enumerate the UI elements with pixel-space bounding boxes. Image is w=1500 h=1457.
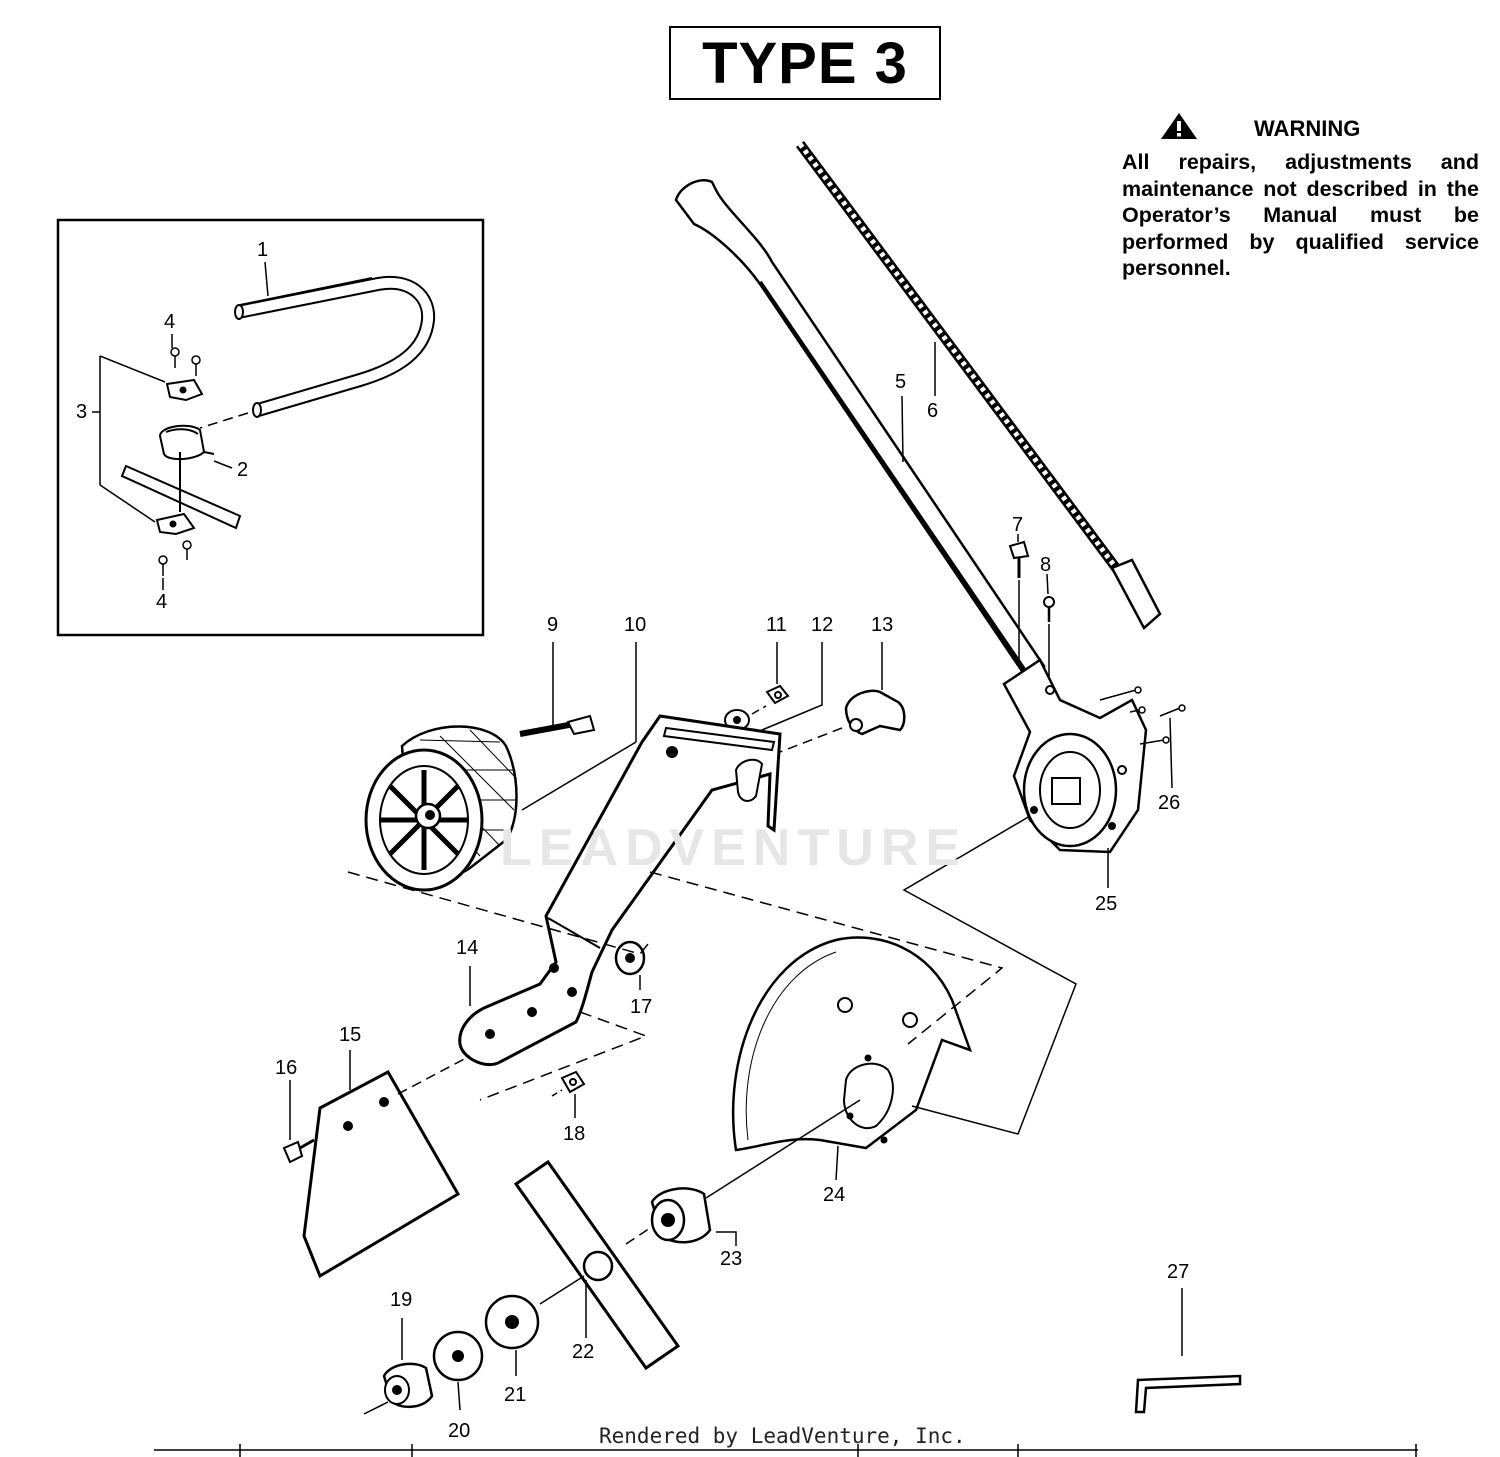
assembly-guide-lines bbox=[347, 815, 1077, 1135]
part-23-blade-nut bbox=[650, 1187, 712, 1244]
part-13-knob bbox=[844, 689, 906, 736]
part-8-screw bbox=[1043, 596, 1055, 622]
callout-19: 19 bbox=[390, 1289, 412, 1311]
callout-14: 14 bbox=[456, 937, 478, 959]
part-10-wheel bbox=[364, 725, 518, 892]
part-14-wheel-bracket bbox=[458, 714, 782, 1067]
part-19-nut bbox=[382, 1362, 434, 1409]
callout-12: 12 bbox=[811, 614, 833, 636]
knob-axis-dash bbox=[779, 727, 843, 753]
callout-4a: 4 bbox=[164, 311, 175, 333]
part-8-leader bbox=[1046, 573, 1049, 595]
part-3-clamp-top bbox=[165, 378, 204, 402]
part-2-handle-clamp bbox=[158, 424, 215, 460]
part-22-blade bbox=[513, 1159, 681, 1371]
part-6-drive-cable bbox=[795, 141, 1162, 630]
part-25-gear-head bbox=[1002, 658, 1148, 854]
part-27-hex-wrench bbox=[1134, 1374, 1242, 1414]
callout-5: 5 bbox=[895, 371, 906, 393]
part-16-screw bbox=[282, 1138, 315, 1164]
part-11-nut bbox=[765, 684, 790, 705]
callout-15: 15 bbox=[339, 1024, 361, 1046]
plate-axis-dash bbox=[397, 1055, 471, 1095]
callout-16: 16 bbox=[275, 1057, 297, 1079]
callout-27: 27 bbox=[1167, 1261, 1189, 1283]
callout-22: 22 bbox=[572, 1341, 594, 1363]
part-4-screws-top bbox=[170, 334, 201, 376]
warning-header: WARNING bbox=[1160, 112, 1480, 142]
callout-13: 13 bbox=[871, 614, 893, 636]
part-15-shield-plate bbox=[302, 1069, 461, 1279]
part-5-shaft-tube bbox=[674, 179, 1046, 682]
part-2-clamp-bar bbox=[120, 452, 242, 530]
footer-credit: Rendered by LeadVenture, Inc. bbox=[599, 1424, 966, 1448]
bottom-rule bbox=[154, 1444, 1418, 1457]
callout-10: 10 bbox=[624, 614, 646, 636]
part-20-washer bbox=[432, 1330, 484, 1382]
part-1-handle bbox=[234, 275, 436, 418]
part-1-leader bbox=[264, 261, 269, 297]
part-23-leader bbox=[716, 1231, 737, 1246]
guard-axis-line bbox=[705, 1099, 861, 1199]
callout-21: 21 bbox=[504, 1384, 526, 1406]
warning-triangle-icon bbox=[1161, 113, 1197, 139]
warning-label: WARNING bbox=[1254, 116, 1361, 141]
part-24-leader bbox=[835, 1145, 839, 1181]
callout-26: 26 bbox=[1158, 792, 1180, 814]
callout-25: 25 bbox=[1095, 893, 1117, 915]
diagram-title: TYPE 3 bbox=[669, 26, 941, 100]
part-21-washer bbox=[484, 1294, 540, 1350]
callout-18: 18 bbox=[563, 1123, 585, 1145]
part-20-leader bbox=[457, 1381, 461, 1411]
callout-24: 24 bbox=[823, 1184, 845, 1206]
part-26-screws bbox=[1099, 686, 1186, 745]
handle-axis-dash bbox=[199, 412, 249, 429]
callout-20: 20 bbox=[448, 1420, 470, 1442]
callout-6: 6 bbox=[927, 400, 938, 422]
part-10-leader-b bbox=[521, 741, 637, 811]
callout-23: 23 bbox=[720, 1248, 742, 1270]
callout-7: 7 bbox=[1012, 514, 1023, 536]
callout-3: 3 bbox=[76, 401, 87, 423]
part-4-screws-bottom bbox=[158, 540, 192, 590]
part-17-spacer bbox=[614, 940, 646, 976]
callout-8: 8 bbox=[1040, 554, 1051, 576]
callout-9: 9 bbox=[547, 614, 558, 636]
part-3-clamp-bottom bbox=[155, 512, 196, 536]
part-24-blade-guard bbox=[731, 936, 973, 1152]
callout-11: 11 bbox=[766, 614, 787, 636]
part-26-leader bbox=[1169, 717, 1173, 789]
handle-inset-box bbox=[56, 218, 485, 637]
part-3-bracket-leader bbox=[99, 355, 166, 523]
warning-text: All repairs, adjustments and maintenance… bbox=[1122, 150, 1479, 280]
blade-axis-dash bbox=[625, 1227, 651, 1245]
part-9-bolt bbox=[519, 714, 596, 737]
axle-dash-11-12 bbox=[751, 705, 767, 715]
nut-18-dash bbox=[551, 1089, 563, 1097]
callout-2: 2 bbox=[237, 459, 248, 481]
callout-17: 17 bbox=[630, 996, 652, 1018]
part-7-screw bbox=[1008, 540, 1030, 578]
callout-1: 1 bbox=[257, 239, 268, 261]
part-18-nut bbox=[560, 1070, 586, 1094]
part-12-leader bbox=[761, 642, 823, 731]
callout-numbers: 1 2 3 4 4 5 6 7 8 9 10 11 12 13 14 15 16… bbox=[76, 239, 1189, 1442]
callout-4b: 4 bbox=[156, 591, 167, 613]
nut-axis-line bbox=[363, 1401, 389, 1415]
part-2-leader bbox=[213, 460, 233, 469]
part-5-leader bbox=[901, 395, 904, 463]
watermark: LEADVENTURE bbox=[500, 819, 968, 877]
washer-axis-line bbox=[539, 1275, 585, 1305]
